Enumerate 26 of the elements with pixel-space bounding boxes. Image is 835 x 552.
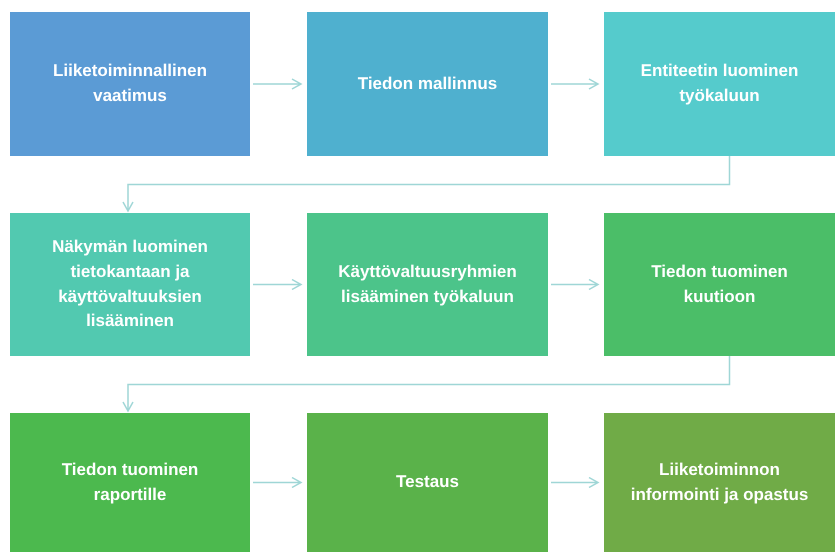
process-box — [10, 413, 250, 552]
arrow — [253, 278, 302, 290]
process-box — [604, 213, 835, 356]
step-label: Tiedon mallinnus — [358, 72, 498, 95]
process-box — [307, 413, 548, 552]
step-label: Liiketoiminnon informointi ja opastus — [630, 458, 810, 506]
step-label: Testaus — [396, 471, 459, 494]
step-label: Entiteetin luominen työkaluun — [640, 60, 800, 107]
arrow — [551, 78, 599, 90]
process-box — [604, 413, 835, 552]
step-label: Tiedon tuominen kuutioon — [650, 260, 789, 308]
arrow — [122, 156, 730, 212]
step-label: Näkymän luominen tietokantaan ja käyttövaltuuksien lisääminen — [51, 236, 209, 332]
process-box — [307, 213, 548, 356]
arrow — [551, 278, 599, 290]
process-box — [10, 213, 250, 356]
process-box — [10, 12, 250, 156]
process-box — [307, 12, 548, 156]
step-label: Käyttövaltuusryhmien lisääminen työkaluun — [337, 260, 518, 308]
process-box — [604, 12, 835, 156]
step-label: Tiedon tuominen raportille — [60, 458, 200, 506]
arrow — [253, 78, 302, 90]
arrow — [122, 356, 730, 412]
step-label: Liiketoiminnallinen vaatimus — [52, 60, 208, 107]
arrow — [253, 476, 302, 488]
arrow — [551, 476, 599, 488]
